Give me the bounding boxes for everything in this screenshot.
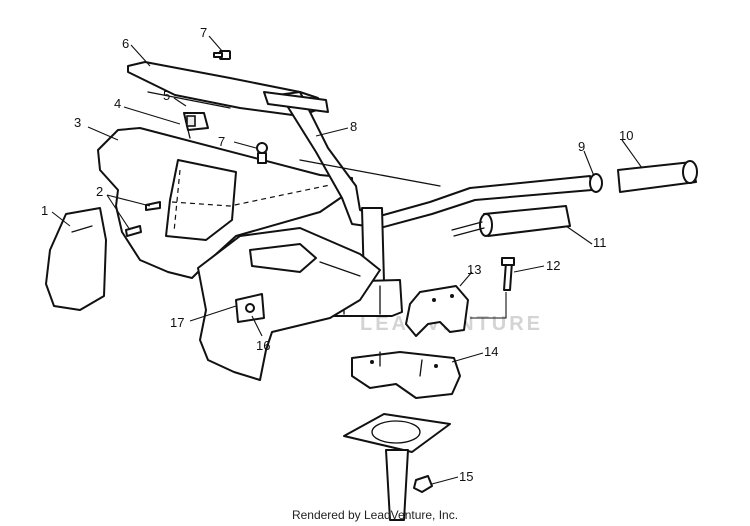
- callout-17: 17: [170, 315, 184, 330]
- callouts: 6 7 5 4 3 2 1 7 8 9 10 11 12 13 14 15 16…: [41, 25, 633, 484]
- part-11-grip: [451, 205, 571, 237]
- part-13-upper-clamp: [405, 285, 507, 337]
- part-12-bolt: [501, 257, 515, 291]
- callout-9: 9: [578, 139, 585, 154]
- part-14-lower-clamp: [351, 351, 461, 399]
- callout-15: 15: [459, 469, 473, 484]
- footer-credit: Rendered by LeadVenture, Inc.: [291, 508, 459, 522]
- callout-7-top: 7: [200, 25, 207, 40]
- part-steering-plate: [343, 413, 451, 521]
- callout-1: 1: [41, 203, 48, 218]
- callout-3: 3: [74, 115, 81, 130]
- part-3-pod-housing: [97, 127, 353, 279]
- callout-8: 8: [350, 119, 357, 134]
- part-5-switch: [183, 112, 209, 139]
- callout-14: 14: [484, 344, 498, 359]
- part-7-screw-middle: [256, 142, 268, 164]
- callout-10: 10: [619, 128, 633, 143]
- part-15-nut: [413, 475, 433, 493]
- callout-11: 11: [593, 235, 607, 250]
- callout-16: 16: [256, 338, 270, 353]
- part-2-screws: [125, 201, 161, 237]
- callout-13: 13: [467, 262, 481, 277]
- part-17-side-panel: [197, 227, 381, 381]
- part-16-bracket: [235, 293, 265, 323]
- callout-6: 6: [122, 36, 129, 51]
- part-7-screw-top: [213, 50, 231, 60]
- part-9-end-cap: [589, 173, 603, 193]
- callout-7-middle: 7: [218, 134, 225, 149]
- callout-2: 2: [96, 184, 103, 199]
- leader-lines: [51, 35, 643, 485]
- callout-12: 12: [546, 258, 560, 273]
- part-1-flap: [45, 207, 107, 311]
- part-10-grip: [617, 160, 698, 193]
- callout-5: 5: [163, 88, 170, 103]
- callout-4: 4: [114, 96, 121, 111]
